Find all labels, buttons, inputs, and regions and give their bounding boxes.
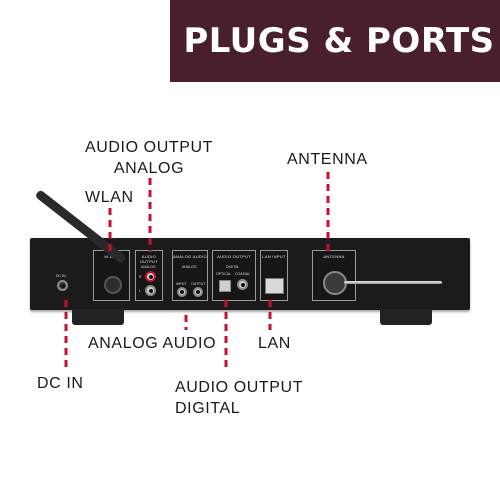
analog-audio-module: ANALOG AUDIO ANALOG INPUT OUTPUT xyxy=(172,250,208,301)
label-audio-output-digital: AUDIO OUTPUT DIGITAL xyxy=(175,377,303,419)
antenna-module: ANTENNA xyxy=(312,250,356,301)
audio-l-caption: L xyxy=(139,289,141,293)
lan-port xyxy=(265,278,284,294)
analog-audio-sub: ANALOG xyxy=(182,265,197,269)
audio-r-caption: R xyxy=(139,275,142,279)
audio-output-r-jack xyxy=(145,271,156,282)
telescopic-antenna xyxy=(344,281,442,284)
optical-port xyxy=(219,280,231,292)
label-audio-output-analog: AUDIO OUTPUT ANALOG xyxy=(84,137,214,179)
audio-output-analog-module: AUDIO OUTPUT ANALOG R L xyxy=(135,250,163,301)
header-banner: PLUGS & PORTS xyxy=(170,0,500,82)
audio-output-analog-sub: ANALOG xyxy=(141,265,156,269)
label-audio-output-digital-line1: AUDIO OUTPUT xyxy=(175,379,304,396)
label-analog-audio: ANALOG AUDIO xyxy=(88,335,217,352)
label-lan: LAN xyxy=(258,335,291,352)
device-foot-right xyxy=(380,309,432,325)
label-wlan: WLAN xyxy=(85,189,134,206)
device-foot-left xyxy=(72,309,124,325)
coaxial-caption: COAXIAL xyxy=(235,272,251,276)
analog-output-jack xyxy=(193,287,203,297)
audio-output-digital-module: AUDIO OUTPUT DIGITAL OPTICAL COAXIAL xyxy=(212,250,256,301)
dc-in-caption: DC IN xyxy=(56,274,66,278)
analog-output-caption: OUTPUT xyxy=(191,282,206,286)
coaxial-jack xyxy=(237,279,248,290)
wlan-connector xyxy=(104,276,122,294)
antenna-caption: ANTENNA xyxy=(323,254,345,259)
banner-title: PLUGS & PORTS xyxy=(183,21,495,61)
antenna-connector xyxy=(323,271,347,295)
analog-audio-caption: ANALOG AUDIO xyxy=(173,254,207,259)
label-audio-output-digital-line2: DIGITAL xyxy=(175,400,241,417)
audio-output-digital-caption: AUDIO OUTPUT xyxy=(217,254,251,259)
lan-caption: LAN INPUT xyxy=(262,254,286,259)
audio-output-digital-sub: DIGITAL xyxy=(226,265,240,269)
analog-input-jack xyxy=(177,287,187,297)
analog-input-caption: INPUT xyxy=(176,282,187,286)
audio-output-l-jack xyxy=(145,285,156,296)
audio-output-analog-caption: AUDIO OUTPUT xyxy=(139,254,159,264)
label-audio-output-analog-line1: AUDIO OUTPUT xyxy=(84,139,214,156)
label-antenna: ANTENNA xyxy=(287,151,368,168)
label-dc-in: DC IN xyxy=(37,375,84,392)
dc-in-port xyxy=(57,280,68,291)
lan-module: LAN INPUT xyxy=(260,250,288,301)
label-audio-output-analog-line2: ANALOG xyxy=(113,160,185,177)
optical-caption: OPTICAL xyxy=(216,272,231,276)
